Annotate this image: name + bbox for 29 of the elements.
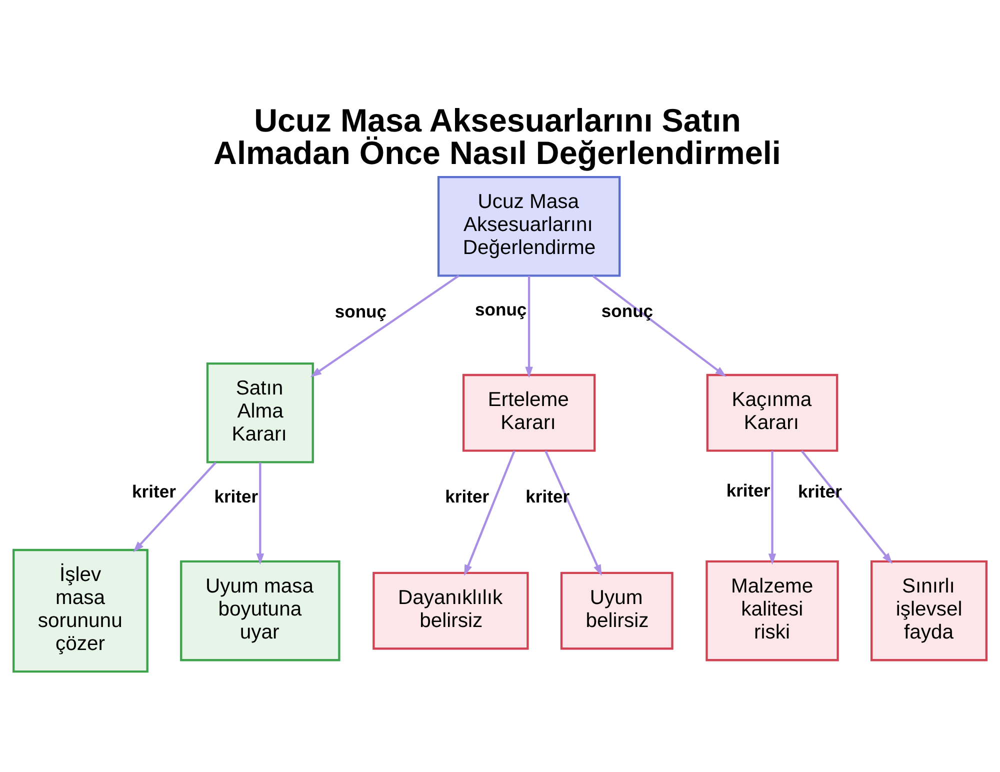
node-box: Dayanıklılık belirsiz <box>372 571 529 650</box>
arrow <box>768 450 776 564</box>
arrow <box>133 461 217 552</box>
arrow <box>256 462 264 564</box>
diagram-title: Ucuz Masa Aksesuarlarını Satın Almadan Önce Nasıl Değerlendirmeli <box>214 102 781 170</box>
arrow <box>310 274 460 377</box>
arrow <box>800 450 893 564</box>
node-box: Kaçınma Kararı <box>706 373 838 452</box>
node-box: Sınırlı işlevsel fayda <box>870 560 988 661</box>
arrow <box>464 450 516 576</box>
edge-label: kriter <box>526 486 570 506</box>
node-box: Ucuz Masa Aksesuarlarını Değerlendirme <box>437 175 621 276</box>
node-box: Malzeme kalitesi riski <box>706 560 839 661</box>
edge-label: sonuç <box>601 300 654 321</box>
edge-label: kriter <box>214 486 258 506</box>
node-box: Uyum masa boyutuna uyar <box>180 560 340 661</box>
edge-label: sonuç <box>475 299 527 320</box>
node-box: Satın Alma Kararı <box>206 362 314 463</box>
edge-label: kriter <box>132 480 176 501</box>
arrow <box>525 276 533 378</box>
edge-label: kriter <box>445 486 490 506</box>
node-box: Erteleme Kararı <box>462 373 596 452</box>
edge-label: kriter <box>726 480 770 500</box>
node-box: İşlev masa sorununu çözer <box>12 548 148 672</box>
arrow <box>592 274 726 376</box>
edge-label: sonuç <box>334 300 387 321</box>
node-box: Uyum belirsiz <box>560 571 674 650</box>
edge-label: kriter <box>798 480 842 501</box>
arrow <box>544 450 602 576</box>
